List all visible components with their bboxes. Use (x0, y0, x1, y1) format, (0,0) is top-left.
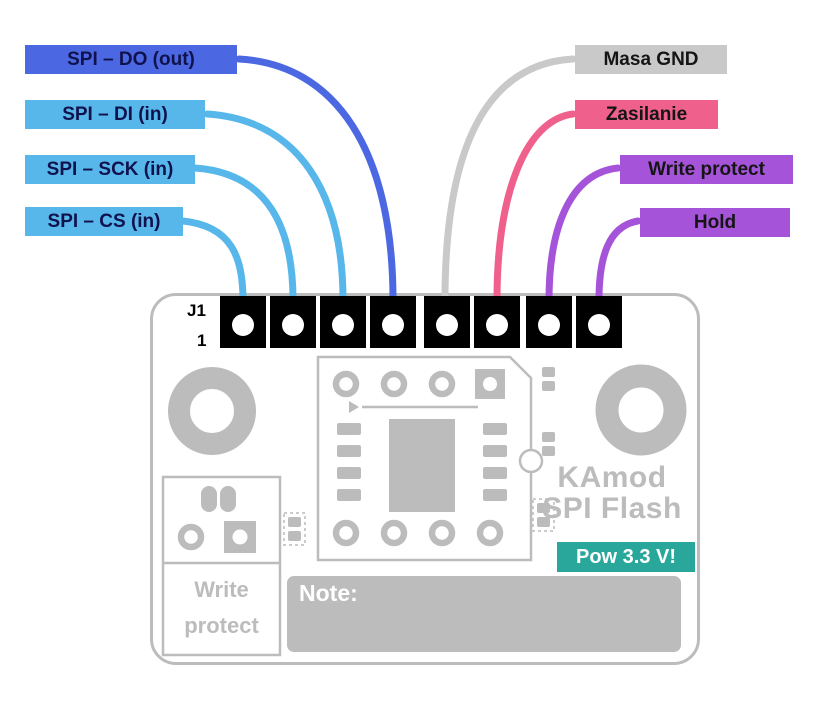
pin-label-text: Write protect (648, 159, 765, 180)
pin-label-text: Hold (693, 212, 737, 233)
jumper-outline-2 (283, 512, 306, 546)
brand-line2: SPI Flash (542, 492, 682, 525)
pin-label-text: SPI – CS (in) (47, 211, 161, 232)
mounting-hole-left (168, 367, 256, 455)
pin-label-write-protect: Write protect (620, 155, 793, 184)
pad-hole-6 (486, 314, 508, 336)
wire-spi-di (203, 110, 347, 304)
wire-spi-sck (191, 164, 297, 304)
pad-hole-3 (332, 314, 354, 336)
pad-hole-4 (382, 314, 404, 336)
wp-d-pad-right (220, 486, 236, 512)
note-box: Note: (287, 576, 681, 652)
wp-d-pad-left (201, 486, 217, 512)
footprint-notch (518, 448, 544, 474)
pin-label-text: SPI – DO (out) (67, 49, 195, 70)
pin-label-text: Zasilanie (605, 104, 688, 125)
wire-write-protect (545, 164, 622, 304)
brand-text: KAmod SPI Flash (530, 462, 694, 524)
pad-hole-2 (282, 314, 304, 336)
wires (179, 55, 642, 304)
pin-label-hold: Hold (640, 208, 790, 237)
pin-label-text: SPI – SCK (in) (46, 159, 174, 180)
note-label: Note: (299, 580, 358, 606)
jumper-outline-1 (532, 498, 555, 532)
wire-gnd (441, 55, 577, 304)
wire-spi-cs (179, 217, 247, 304)
mounting-hole-right (595, 364, 687, 456)
write-protect-silk-label: Write protect (184, 577, 259, 638)
chip-pins (337, 423, 507, 501)
pin-label-zasilanie: Zasilanie (575, 100, 718, 129)
header-connector (220, 296, 622, 348)
write-protect-block (161, 475, 282, 657)
wire-zasilanie (493, 110, 577, 304)
soic-footprint (316, 355, 544, 562)
pin-label-spi-cs: SPI – CS (in) (25, 207, 183, 236)
wp-square-pad-hole (232, 529, 248, 545)
pin-label-text: SPI – DI (in) (62, 104, 168, 125)
brand-line1: KAmod (557, 461, 667, 494)
footprint-holes (332, 370, 504, 547)
jumper-pads (283, 367, 555, 546)
pin-label-spi-do: SPI – DO (out) (25, 45, 237, 74)
pad-hole-7 (538, 314, 560, 336)
pad-hole-5 (436, 314, 458, 336)
pin-label-spi-di: SPI – DI (in) (25, 100, 205, 129)
pad-hole-1 (232, 314, 254, 336)
pin1-triangle (349, 401, 359, 413)
pad-hole-8 (588, 314, 610, 336)
pin-label-masa-gnd: Masa GND (575, 45, 727, 74)
wire-spi-do (235, 55, 397, 304)
wire-hold (595, 217, 642, 304)
footprint-square-pad-hole (483, 377, 497, 391)
power-badge: Pow 3.3 V! (557, 542, 695, 572)
wp-ring-pad (177, 523, 205, 551)
connector-ref: J1 (187, 301, 206, 320)
chip-body (389, 419, 455, 512)
pin-label-spi-sck: SPI – SCK (in) (25, 155, 195, 184)
pin-one-marker: 1 (197, 331, 207, 350)
pin-label-text: Masa GND (603, 49, 699, 70)
